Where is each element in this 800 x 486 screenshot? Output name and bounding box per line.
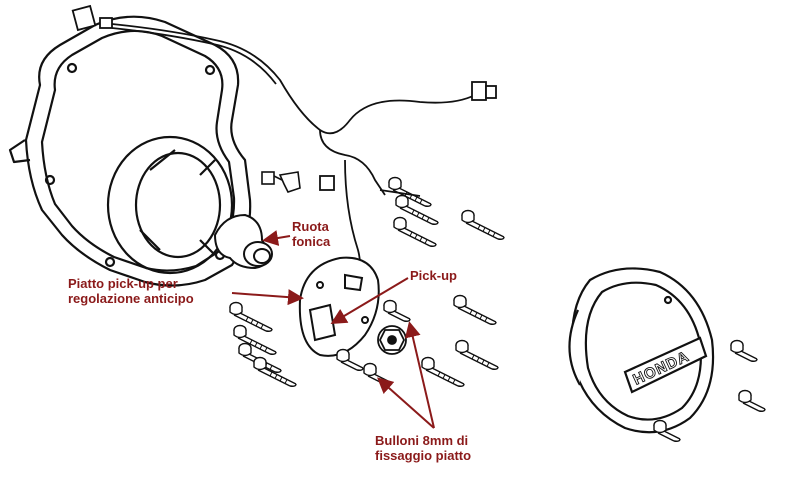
timing-rotor	[213, 213, 273, 270]
label-bulloni-line-2: fissaggio piatto	[375, 448, 472, 463]
small-bracket	[261, 171, 301, 193]
generator-cover	[8, 15, 252, 287]
label-pickup: Pick-up	[410, 268, 457, 283]
annotation-arrows	[231, 230, 435, 429]
arrow-piatto	[231, 289, 304, 306]
label-bulloni-line-1: Bulloni 8mm di	[375, 433, 469, 448]
pickup-plate	[298, 256, 380, 357]
center-nut	[377, 325, 407, 355]
label-ruota-fonica: Ruota fonica	[292, 219, 330, 249]
label-piatto-line-2: regolazione anticipo	[68, 291, 194, 306]
label-ruota-line-1: Ruota	[292, 219, 329, 234]
wiring-harness	[71, 4, 497, 276]
label-pickup-line-1: Pick-up	[410, 268, 457, 283]
arrow-ruota	[262, 230, 291, 246]
arrow-pickup	[330, 277, 409, 325]
honda-cover	[568, 267, 715, 434]
arrow-bulloni-2	[377, 377, 435, 429]
label-piatto-pickup: Piatto pick-up per regolazione anticipo	[68, 276, 194, 306]
label-piatto-line-1: Piatto pick-up per	[68, 276, 178, 291]
label-ruota-line-2: fonica	[292, 234, 331, 249]
arrow-bulloni-1	[404, 321, 435, 429]
label-bulloni: Bulloni 8mm di fissaggio piatto	[375, 433, 471, 463]
